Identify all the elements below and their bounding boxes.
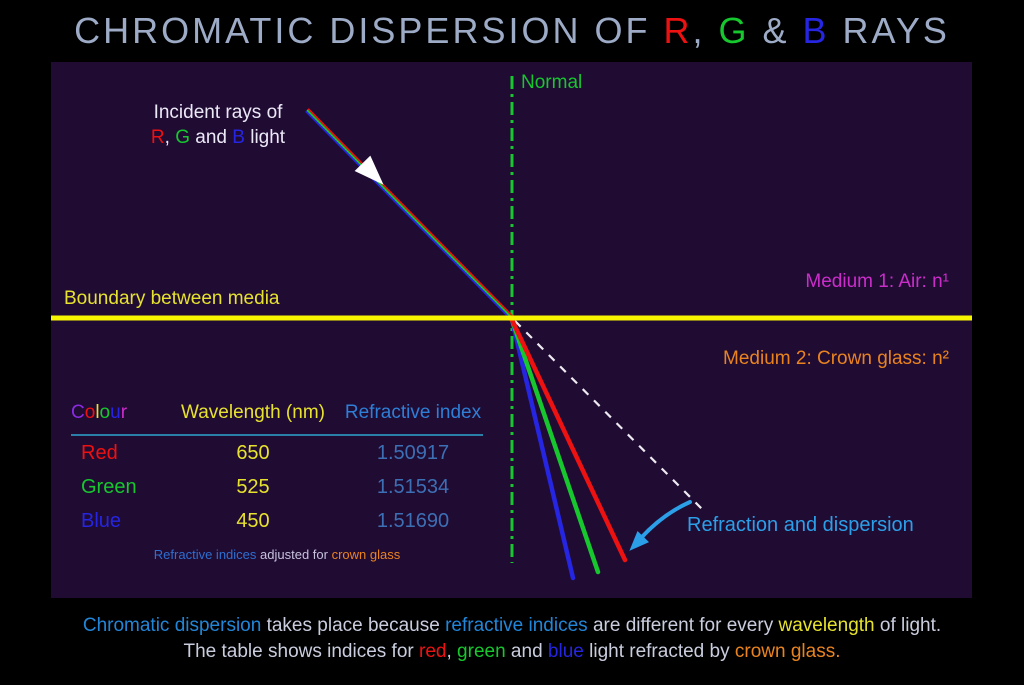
incident-direction-arrowhead-icon <box>354 155 384 185</box>
incident-label-r: R <box>150 127 165 148</box>
refracted-ray-green <box>509 317 601 575</box>
undeviated-ray-dashed-line <box>514 320 704 511</box>
diagram-panel: Incident rays of R, G and B light Normal… <box>51 62 972 598</box>
page-title: CHROMATIC DISPERSION OF R, G & B RAYS <box>0 10 1024 52</box>
incident-label-b: B <box>232 127 245 148</box>
title-letter-b: B <box>802 10 830 51</box>
row-refractive-index: 1.50917 <box>376 441 450 464</box>
row-colour-blue: Blue <box>81 509 122 532</box>
medium1-air-label: Medium 1: Air: n¹ <box>805 271 949 292</box>
normal-label: Normal <box>521 72 583 93</box>
incident-rays-label: Incident rays of R, G and B light <box>150 102 286 148</box>
column-header-refractive-index: Refractive index <box>344 402 482 423</box>
table-row: Green 525 1.51534 <box>71 470 483 504</box>
column-header-wavelength: Wavelength (nm) <box>181 402 325 423</box>
refraction-pointer-arrow <box>639 500 692 540</box>
ray-diagram <box>51 76 972 581</box>
title-separator: , <box>692 10 719 51</box>
refraction-pointer-arrowhead-icon <box>629 530 650 551</box>
title-letter-r: R <box>663 10 693 51</box>
table-footnote: Refractive indices adjusted for crown gl… <box>153 547 401 562</box>
incident-ray-green <box>306 109 513 319</box>
incident-label-g: G <box>175 127 190 148</box>
table-header-row: Colour Wavelength (nm) Refractive index <box>71 402 483 436</box>
caption-line2: The table shows indices for red, green a… <box>183 641 841 662</box>
caption-line1: Chromatic dispersion takes place because… <box>82 615 942 636</box>
table-row: Blue 450 1.51690 <box>71 504 483 538</box>
row-wavelength: 450 <box>236 509 270 532</box>
refractive-index-table: Colour Wavelength (nm) Refractive index … <box>71 402 483 562</box>
row-colour-green: Green <box>81 475 137 498</box>
table-row: Red 650 1.50917 <box>71 436 483 470</box>
medium2-crown-glass-label: Medium 2: Crown glass: n² <box>723 348 949 369</box>
row-refractive-index: 1.51690 <box>376 509 450 532</box>
row-refractive-index: 1.51534 <box>376 475 450 498</box>
refraction-dispersion-label: Refraction and dispersion <box>687 514 914 536</box>
column-header-colour: Colour <box>71 402 128 423</box>
refracted-ray-blue <box>509 317 576 581</box>
title-separator: & <box>749 10 803 51</box>
title-letter-g: G <box>718 10 750 51</box>
incident-ray-blue <box>305 110 512 320</box>
boundary-label: Boundary between media <box>64 288 280 309</box>
row-wavelength: 650 <box>236 441 270 464</box>
incident-ray-red <box>307 108 514 318</box>
refracted-ray-red <box>509 317 628 563</box>
incident-rays-label-line1: Incident rays of <box>153 102 283 123</box>
title-text: RAYS <box>829 10 950 51</box>
row-wavelength: 525 <box>236 475 270 498</box>
title-text: CHROMATIC DISPERSION OF <box>74 10 664 51</box>
caption: Chromatic dispersion takes place because… <box>0 613 1024 665</box>
row-colour-red: Red <box>81 441 118 464</box>
